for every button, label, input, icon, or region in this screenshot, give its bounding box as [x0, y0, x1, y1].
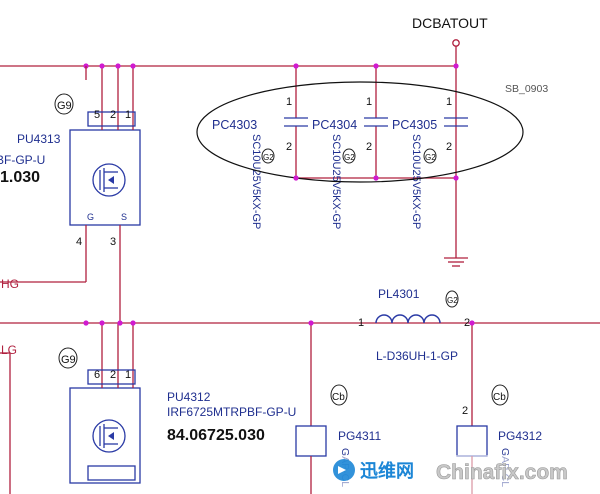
- sb-label: SB_0903: [505, 83, 548, 95]
- badge-icon: Cb: [330, 384, 348, 406]
- pu4313-ref: PU4313: [17, 132, 61, 146]
- pu4312-pin1: 1: [125, 369, 131, 381]
- pc4305-pin1: 1: [446, 96, 452, 108]
- badge-icon: Cb: [491, 384, 509, 406]
- pu4313-g-label: G: [87, 212, 94, 222]
- badge-icon: G9: [54, 93, 74, 115]
- pl4301-ref: PL4301: [378, 287, 420, 301]
- pc4304-pin1: 1: [366, 96, 372, 108]
- pg4312-pin: 2: [462, 405, 468, 417]
- dcbatout-label: DCBATOUT: [412, 15, 488, 31]
- hg-label: HG: [1, 277, 19, 291]
- highlight-ellipse: [196, 81, 524, 183]
- pu4313-pin1: 1: [125, 109, 131, 121]
- pu4313-pin5: 5: [94, 109, 100, 121]
- ground-icon: [444, 257, 468, 267]
- pl4301-pin1: 1: [358, 317, 364, 329]
- pu4313-pin-tab: [87, 111, 136, 127]
- pg4311-body: [295, 425, 327, 457]
- watermark: 迅维网 Chinafix.com: [330, 455, 600, 494]
- pu4313-pin3: 3: [110, 236, 116, 248]
- svg-text:Cb: Cb: [493, 392, 506, 403]
- pu4313-code: 1.030: [0, 169, 40, 186]
- junction-dots: [83, 63, 475, 326]
- pu4312-part: IRF6725MTRPBF-GP-U: [167, 405, 296, 419]
- pu4313-body: [69, 129, 141, 226]
- watermark-cn: 迅维网: [360, 460, 414, 481]
- pu4312-body: [69, 387, 141, 484]
- pu4313-pin4: 4: [76, 236, 82, 248]
- svg-text:G9: G9: [57, 100, 72, 112]
- badge-icon: G2 G2 G2: [261, 148, 437, 164]
- pc4303-value: SC10U25V5KX-GP: [250, 134, 262, 229]
- capacitor-symbol: [284, 117, 468, 127]
- svg-text:G2: G2: [447, 296, 458, 305]
- inductor-icon: [375, 314, 441, 324]
- svg-text:G2: G2: [344, 153, 355, 162]
- pc4305-pin2: 2: [446, 141, 452, 153]
- badge-icon: G2: [445, 290, 459, 308]
- pc4304-pin2: 2: [366, 141, 372, 153]
- pu4312-pin-tab: [87, 369, 136, 385]
- pc4304-ref: PC4304: [312, 118, 357, 132]
- pl4301-pin2: 2: [464, 317, 470, 329]
- pc4305-ref: PC4305: [392, 118, 437, 132]
- pu4312-pin2: 2: [110, 369, 116, 381]
- svg-text:G9: G9: [61, 354, 76, 366]
- watermark-en: Chinafix.com: [436, 461, 568, 484]
- pc4303-pin1: 1: [286, 96, 292, 108]
- pc4305-value: SC10U25V5KX-GP: [410, 134, 422, 229]
- pl4301-value: L-D36UH-1-GP: [376, 349, 458, 363]
- pc4303-pin2: 2: [286, 141, 292, 153]
- svg-text:Cb: Cb: [332, 392, 345, 403]
- pg4312-body: [456, 425, 488, 457]
- svg-text:G2: G2: [425, 153, 436, 162]
- dcbatout-port: [452, 39, 460, 47]
- mosfet-icon: [87, 419, 136, 481]
- pu4312-ref: PU4312: [167, 390, 211, 404]
- svg-text:G2: G2: [263, 153, 274, 162]
- pu4313-s-label: S: [121, 212, 127, 222]
- pu4313-part: BF-GP-U: [0, 153, 45, 167]
- mosfet-icon: [92, 163, 126, 197]
- pu4312-pin6: 6: [94, 369, 100, 381]
- lg-label: LG: [1, 343, 17, 357]
- pu4313-pin2: 2: [110, 109, 116, 121]
- pu4312-code: 84.06725.030: [167, 427, 265, 444]
- badge-icon: G9: [58, 347, 78, 369]
- pc4303-ref: PC4303: [212, 118, 257, 132]
- pg4312-ref: PG4312: [498, 429, 542, 443]
- pg4311-ref: PG4311: [338, 429, 381, 443]
